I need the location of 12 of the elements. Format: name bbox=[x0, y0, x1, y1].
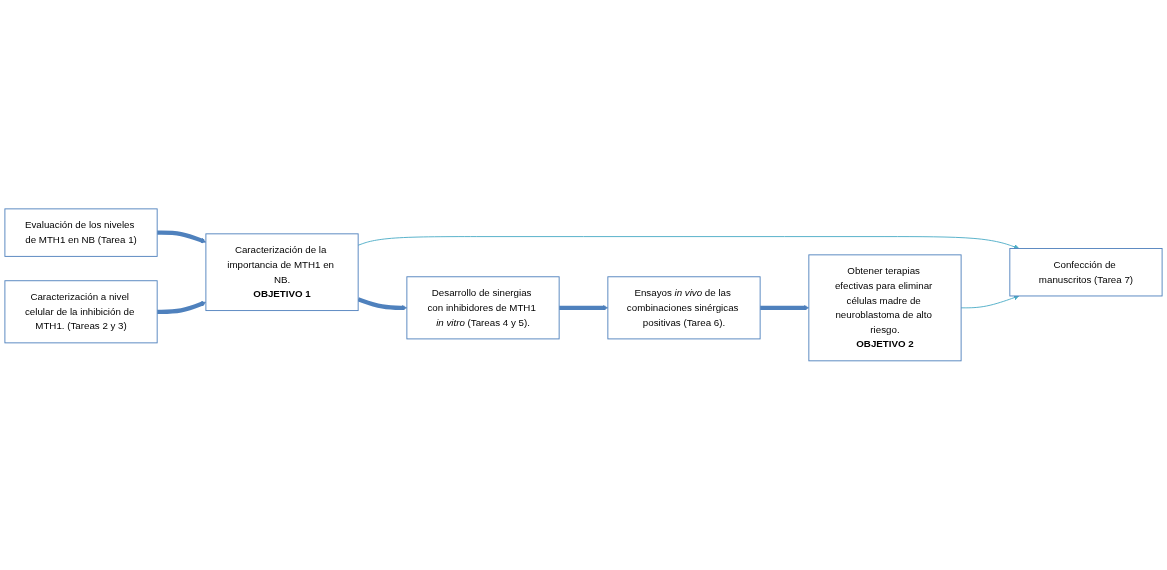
arrow bbox=[157, 230, 207, 244]
node-box: Confección de manuscritos (Tarea 7) bbox=[1009, 248, 1163, 297]
arrow bbox=[357, 297, 408, 311]
arrow bbox=[157, 301, 207, 315]
node-box: Obtener terapias efectivas para eliminar células madre de neuroblastoma de alto riesgo. OBJETIVO 2 bbox=[808, 254, 962, 362]
node-box: Evaluación de los niveles de MTH1 en NB (Tarea 1) bbox=[4, 208, 158, 257]
arrow bbox=[760, 305, 810, 311]
node-box: Ensayos in vivo de las combinaciones sinérgicas positivas (Tarea 6). bbox=[607, 276, 761, 340]
node-box: Caracterización a nivel celular de la inhibición de MTH1. (Tareas 2 y 3) bbox=[4, 280, 158, 344]
arrow bbox=[559, 305, 609, 311]
node-box: Caracterización de la importancia de MTH1 en NB. OBJETIVO 1 bbox=[205, 233, 359, 312]
node-box: Desarrollo de sinergias con inhibidores de MTH1 in vitro (Tareas 4 y 5). bbox=[406, 276, 560, 340]
